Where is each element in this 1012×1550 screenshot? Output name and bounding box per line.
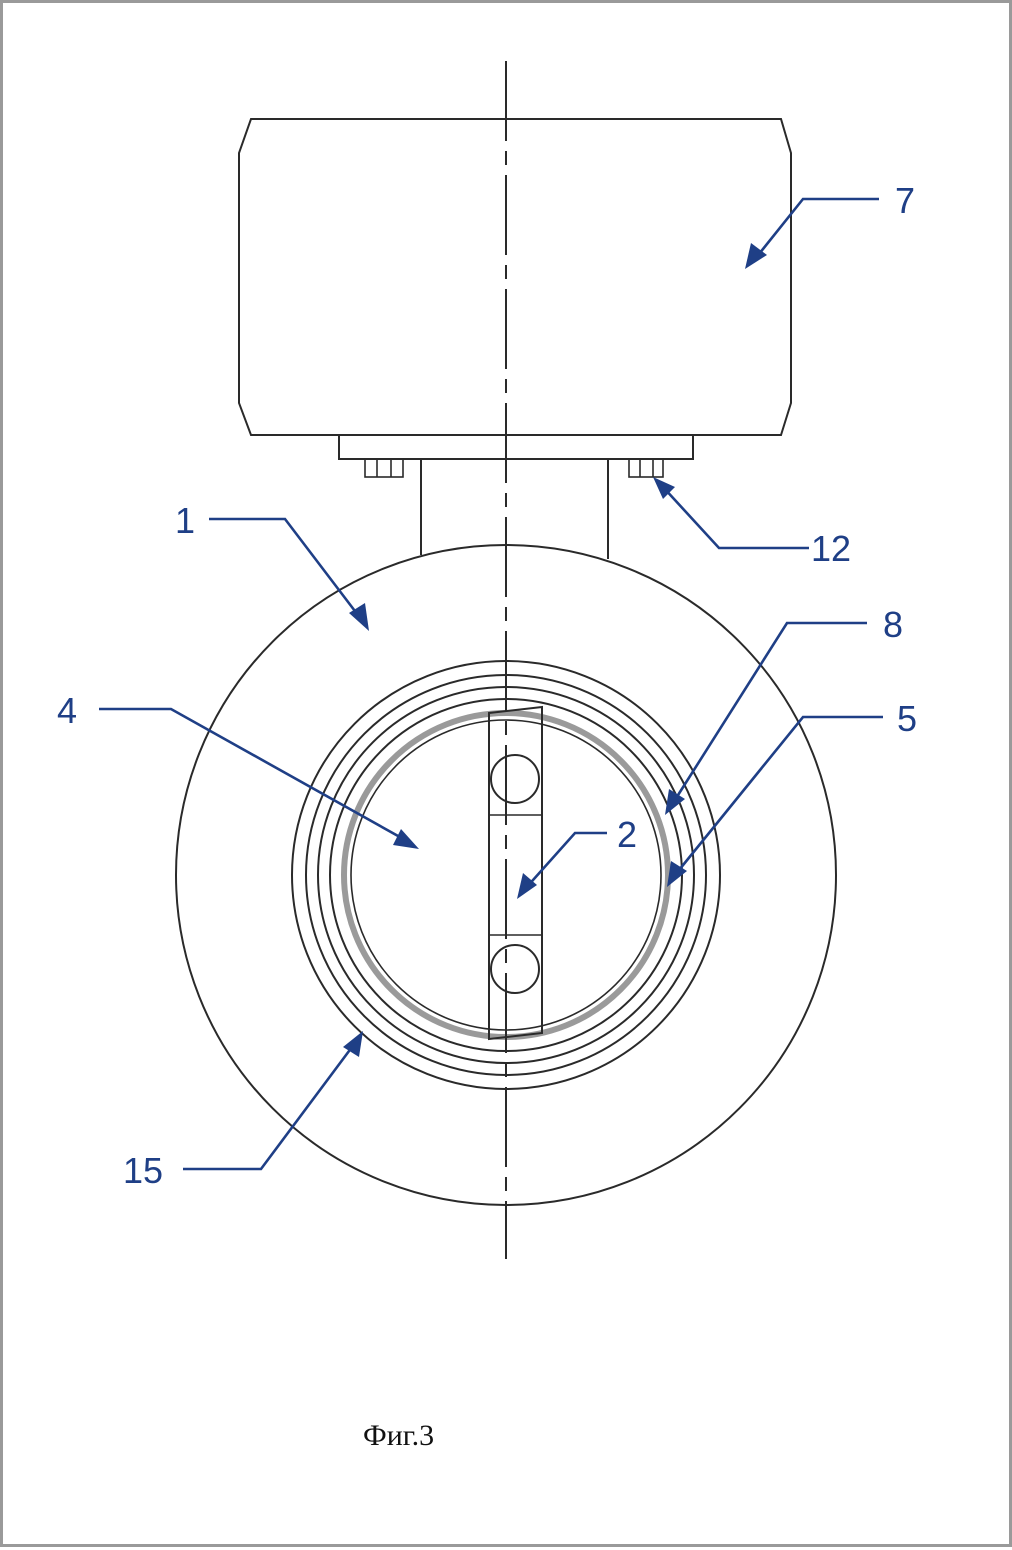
leader-12 (653, 477, 809, 550)
leader-8 (665, 621, 867, 815)
ref-label-4: 4 (57, 690, 77, 731)
leader-4 (99, 707, 419, 849)
leader-2 (517, 831, 607, 899)
leader-5 (667, 715, 883, 887)
ref-label-12: 12 (811, 528, 851, 569)
figure-caption: Фиг.3 (363, 1419, 434, 1452)
right-bolt (628, 458, 664, 478)
ref-label-1: 1 (175, 500, 195, 541)
leader-1 (209, 517, 369, 631)
ref-label-2: 2 (617, 814, 637, 855)
ref-label-7: 7 (895, 180, 915, 221)
actuator-housing (238, 118, 792, 436)
leader-15 (183, 1031, 363, 1171)
valve-drawing: 7 12 1 8 5 4 2 15 Фиг.3 (57, 61, 917, 1452)
upper-pin (490, 754, 540, 804)
mounting-plate (338, 434, 694, 460)
lower-pin (490, 944, 540, 994)
shaft-boss (488, 705, 543, 1041)
left-bolt (364, 458, 404, 478)
ref-label-15: 15 (123, 1150, 163, 1191)
ref-label-5: 5 (897, 698, 917, 739)
ref-label-8: 8 (883, 604, 903, 645)
leader-7 (745, 197, 879, 269)
